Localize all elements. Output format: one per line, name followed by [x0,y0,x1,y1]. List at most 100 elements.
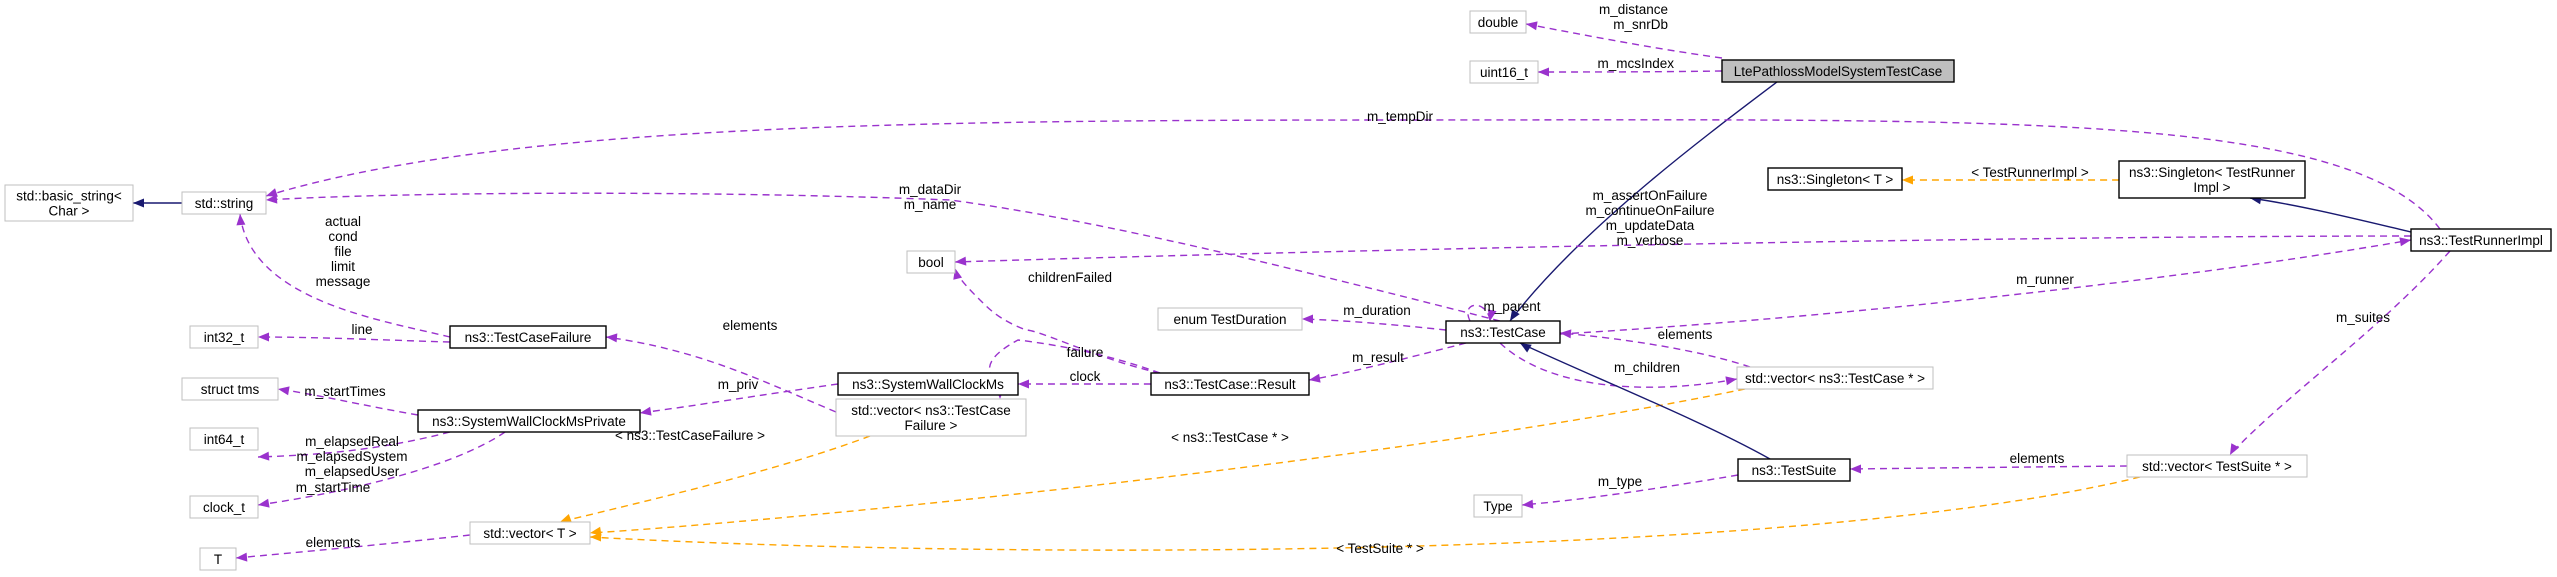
edge-arrowhead [1520,343,1532,353]
class-node-int32: int32_t [189,325,259,349]
class-node-label: std::basic_string< [16,189,122,204]
class-node-testsuite[interactable]: ns3::TestSuite [1737,458,1851,482]
edge-label-text: elements [2010,451,2065,466]
edge-usage-32 [2229,250,2451,456]
class-node-structtms: struct tms [181,377,279,401]
class-node-label: bool [918,255,944,270]
edge-label-type: m_type [1598,474,1642,489]
edge-label-duration: m_duration [1343,303,1411,318]
edge-usage-24 [1499,342,1738,388]
edge-usage-1 [1537,70,1723,73]
edge-arrowhead [1850,464,1861,474]
edge-usage-21 [954,235,2412,263]
edge-label-text: cond [328,229,357,244]
class-node-label: ns3::SystemWallClockMs [852,377,1004,392]
edge-label-text: m_priv [718,377,759,392]
class-node-result[interactable]: ns3::TestCase::Result [1150,372,1310,396]
edge-arrowhead [1522,499,1534,509]
class-node-label: ns3::Singleton< T > [1777,172,1894,187]
edge-usage-14 [235,534,471,559]
edge-label-runner: m_runner [2016,272,2074,287]
edge-arrowhead [133,198,144,208]
class-node-bool: bool [906,250,956,274]
class-node-focus[interactable]: LtePathlossModelSystemTestCase [1721,59,1955,83]
edge-label-text: m_verbose [1617,233,1684,248]
class-node-label: int64_t [204,432,245,447]
class-node-label: LtePathlossModelSystemTestCase [1734,64,1943,79]
edge-label-text: < ns3::TestCaseFailure > [615,428,765,443]
edge-usage-8 [605,336,837,413]
edge-label-result: m_result [1352,350,1404,365]
class-node-vector-suite: std::vector< TestSuite * > [2126,454,2308,478]
edge-arrowhead [590,526,602,536]
edge-label-text: m_dataDir [899,182,962,197]
edge-label-text: m_name [904,197,957,212]
edge-usage-4 [265,119,2441,230]
edge-label-text: failure [1067,345,1104,360]
edge-usage-10 [257,431,451,458]
edge-label-text: < TestRunnerImpl > [1971,165,2089,180]
edge-label-mcs: m_mcsIndex [1597,56,1674,71]
class-node-int64: int64_t [189,427,259,451]
edge-label-childrenfailed: childrenFailed [1028,270,1112,285]
class-node-wallclockpriv[interactable]: ns3::SystemWallClockMsPrivate [417,409,641,433]
class-node-label: enum TestDuration [1173,312,1286,327]
edge-arrowhead [606,333,618,343]
edge-usage-12 [639,383,839,414]
edge-label-text: actual [325,214,361,229]
class-node-vector-failure: std::vector< ns3::TestCaseFailure > [835,398,1027,437]
edge-arrowhead [1302,314,1313,324]
class-node-label: ns3::TestSuite [1752,463,1837,478]
class-node-wallclock[interactable]: ns3::SystemWallClockMs [837,372,1019,396]
edge-label-text: clock [1070,369,1101,384]
class-node-testcasefailure[interactable]: ns3::TestCaseFailure [449,325,607,349]
edge-arrowhead [560,514,572,523]
class-node-label: double [1478,15,1519,30]
edge-label-text: < TestSuite * > [1336,541,1424,556]
class-node-label: Type [1483,499,1512,514]
edge-label-text: m_suites [2336,310,2390,325]
class-node-runnerimpl[interactable]: ns3::TestRunnerImpl [2410,228,2552,252]
edge-label-text: elements [723,318,778,333]
class-node-double: double [1469,10,1527,34]
edge-arrowhead [1510,309,1520,321]
edge-label-text: m_result [1352,350,1404,365]
edge-label-elements-failure: elements [723,318,778,333]
edge-label-elements-T: elements [306,535,361,550]
class-node-label: uint16_t [1480,65,1528,80]
edge-arrowhead [266,194,278,204]
edge-label-text: file [334,244,351,259]
class-node-T: T [199,547,237,571]
edge-label-elements-testcase: elements [1658,327,1713,342]
class-node-singletonT[interactable]: ns3::Singleton< T > [1767,167,1903,191]
edge-label-text: m_assertOnFailure [1593,188,1708,203]
edge-label-starttimes: m_startTimes [304,384,386,399]
edge-label-singleton-tpl: < TestRunnerImpl > [1971,165,2089,180]
edge-label-text: message [316,274,371,289]
class-node-label: Char > [49,204,90,219]
edge-label-text: m_parent [1483,299,1540,314]
class-node-singletonRunner[interactable]: ns3::Singleton< TestRunnerImpl > [2118,160,2306,199]
edge-label-parent: m_parent [1483,299,1540,314]
class-node-vector-testcase: std::vector< ns3::TestCase * > [1736,366,1934,390]
edge-label-suites: m_suites [2336,310,2390,325]
edge-usage-9 [277,388,419,416]
edge-label-text: m_elapsedReal [305,434,399,449]
edge-label-children: m_children [1614,360,1680,375]
class-node-testcase[interactable]: ns3::TestCase [1445,320,1561,344]
edge-template-25 [589,388,1746,534]
edge-label-tempdir: m_tempDir [1367,109,1434,124]
edge-label-line: line [351,322,372,337]
edge-arrowhead [258,498,270,508]
class-node-label: Impl > [2193,180,2230,195]
edge-arrowhead [1526,21,1538,31]
edge-label-text: line [351,322,372,337]
edge-label-text: m_distance [1599,2,1668,17]
edge-label-priv: m_priv [718,377,759,392]
edge-usage-28 [1849,465,2128,470]
edge-label-text: m_elapsedSystem [296,449,407,464]
class-node-type: Type [1473,494,1523,518]
class-node-label: ns3::SystemWallClockMsPrivate [432,414,626,429]
edge-arrowhead [236,214,246,226]
edge-usage-5 [265,192,1501,322]
